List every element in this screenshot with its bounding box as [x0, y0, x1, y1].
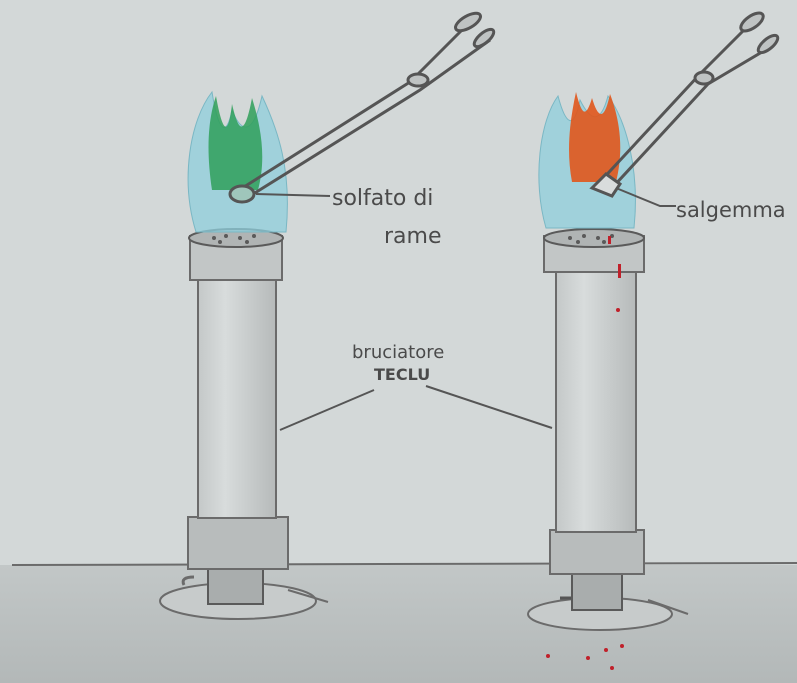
label-copper-sulfate-line1: solfato di [332, 186, 433, 211]
burner-leader-right [426, 386, 552, 428]
right-burner-tube [556, 268, 636, 532]
left-burner-collar [188, 517, 288, 569]
burner-leader-left [280, 390, 374, 430]
left-burner [160, 229, 328, 619]
left-flame-green [209, 96, 263, 190]
table-surface [0, 563, 797, 683]
label-copper-sulfate-line2: rame [384, 224, 442, 249]
right-burner-collar [550, 530, 644, 574]
left-burner-foot [208, 566, 263, 604]
right-burner-grate [544, 229, 644, 247]
left-burner-tube [198, 278, 276, 518]
label-burner-line1: bruciatore [352, 342, 444, 363]
label-burner-line2: TECLU [374, 365, 430, 384]
right-burner-foot [572, 570, 622, 610]
label-rock-salt: salgemma [676, 198, 786, 222]
